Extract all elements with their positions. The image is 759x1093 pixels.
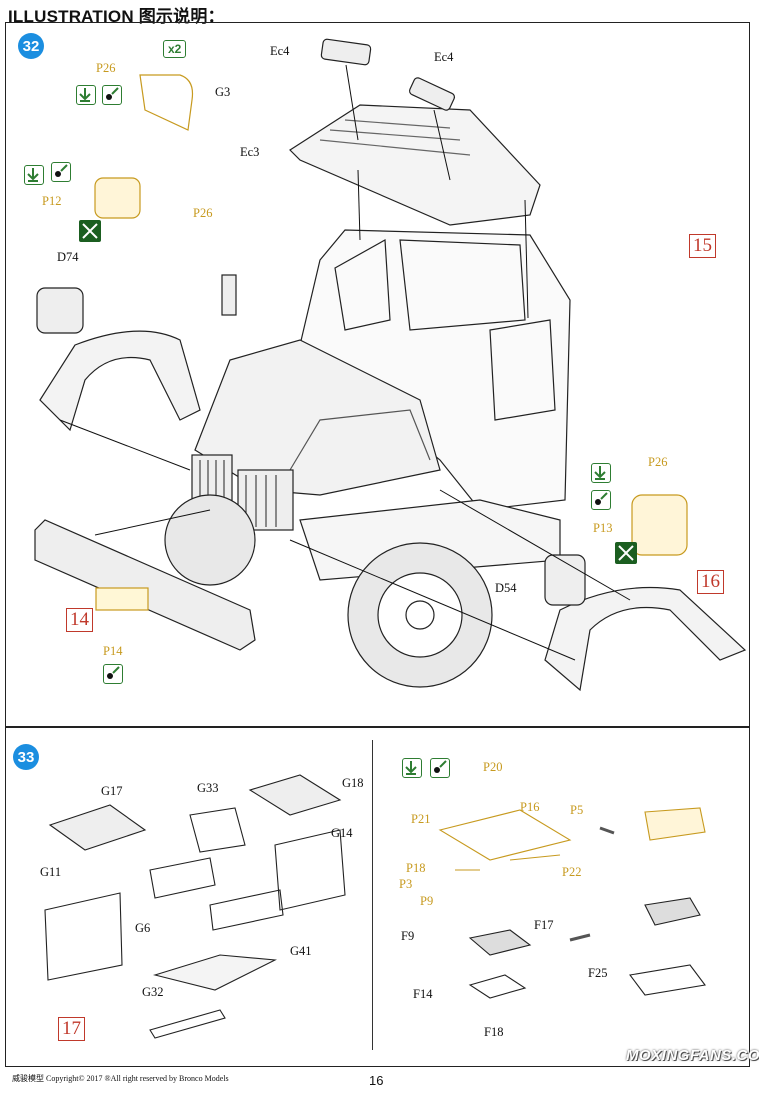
part-label: F14: [413, 987, 433, 1001]
part-label: G6: [135, 921, 151, 935]
part-label: Ec4: [434, 50, 454, 64]
ref-step-box: 17: [58, 1017, 85, 1041]
part-label: G11: [40, 865, 62, 879]
part-label: F25: [588, 966, 608, 980]
page-number: 16: [369, 1073, 384, 1088]
quantity-badge: x2: [163, 40, 187, 58]
page-header: ILLUSTRATION 图示说明：: [8, 7, 225, 26]
part-label: G3: [215, 85, 231, 99]
part-label: P9: [420, 894, 434, 908]
step-33-panel: [5, 727, 750, 1067]
part-label: G18: [342, 776, 364, 790]
part-label: P3: [399, 877, 413, 891]
part-label: G14: [331, 826, 353, 840]
part-label: Ec3: [240, 145, 260, 159]
part-label: P13: [593, 521, 613, 535]
part-label: P20: [483, 760, 503, 774]
glue-icon: [430, 758, 450, 778]
remove-arrow-icon: [76, 85, 96, 105]
part-label: P22: [562, 865, 582, 879]
part-label: Ec4: [270, 44, 290, 58]
part-label: G33: [197, 781, 219, 795]
glue-icon: [51, 162, 71, 182]
part-label: P14: [103, 644, 123, 658]
part-label: F17: [534, 918, 554, 932]
part-label: F9: [401, 929, 415, 943]
part-label: G41: [290, 944, 312, 958]
part-label: G32: [142, 985, 164, 999]
copyright-text: 威骏模型 Copyright© 2017 ®All right reserved…: [12, 1074, 229, 1083]
part-label: G17: [101, 784, 123, 798]
remove-arrow-icon: [402, 758, 422, 778]
bend-icon: [79, 220, 101, 242]
part-label: P12: [42, 194, 62, 208]
part-label: P26: [193, 206, 213, 220]
remove-arrow-icon: [591, 463, 611, 483]
part-label: F18: [484, 1025, 504, 1039]
ref-step-box: 14: [66, 608, 93, 632]
glue-icon: [103, 664, 123, 684]
step-33-divider: [372, 740, 373, 1050]
part-label: P5: [570, 803, 584, 817]
step-number-badge: 33: [13, 744, 39, 770]
part-label: P18: [406, 861, 426, 875]
bend-icon: [615, 542, 637, 564]
ref-step-box: 16: [697, 570, 724, 594]
watermark: MOXINGFANS.COM: [626, 1047, 759, 1064]
part-label: P26: [96, 61, 116, 75]
remove-arrow-icon: [24, 165, 44, 185]
part-label: D74: [57, 250, 79, 264]
step-number-badge: 32: [18, 33, 44, 59]
part-label: P16: [520, 800, 540, 814]
glue-icon: [102, 85, 122, 105]
part-label: P21: [411, 812, 431, 826]
step-32-panel: [5, 22, 750, 727]
ref-step-box: 15: [689, 234, 716, 258]
glue-icon: [591, 490, 611, 510]
part-label: P26: [648, 455, 668, 469]
part-label: D54: [495, 581, 517, 595]
